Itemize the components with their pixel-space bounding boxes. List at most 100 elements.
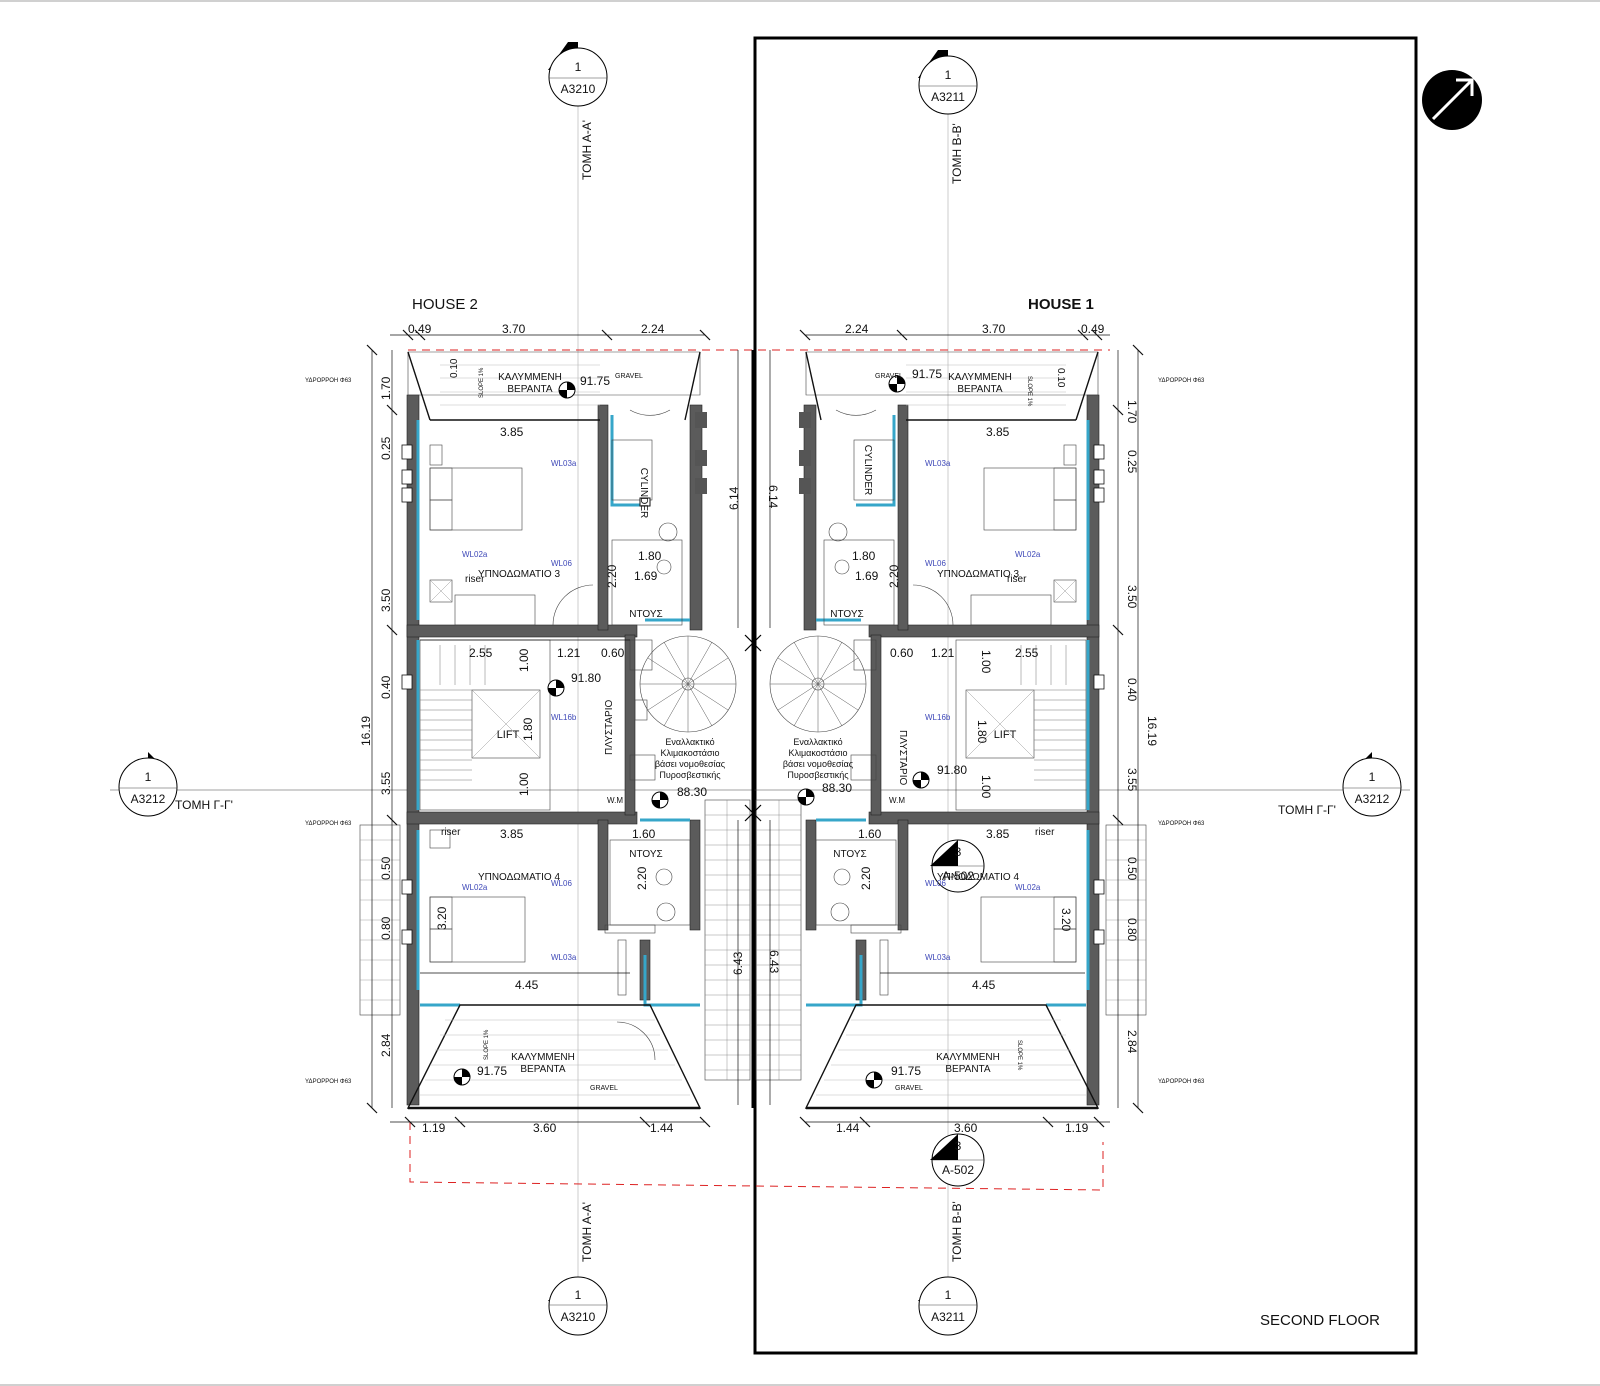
h1-dim-119: 1.19: [1065, 1121, 1089, 1135]
h1-tag-wl03a-2: WL03a: [925, 953, 951, 962]
marker-b2-label: ΤΟΜΗ Β-Β': [950, 1201, 964, 1262]
h1-cylinder: CYLINDER: [862, 445, 873, 496]
h2-tag-wl06-1: WL06: [551, 559, 572, 568]
h1-dim-1619: 16.19: [1145, 716, 1159, 746]
h2-bath-wall-upper: [597, 404, 609, 631]
h1-downpipe-2: ΥΔΡΟΡΡΟΗ Φ63: [1158, 821, 1205, 827]
h2-downpipe-2: ΥΔΡΟΡΡΟΗ Φ63: [305, 821, 352, 827]
h1-wm: W.M: [889, 796, 905, 805]
house1-plan: [755, 351, 1147, 1110]
h1-slope-upper: SLOPE 1%: [1026, 376, 1032, 407]
marker-b-sheet: A3211: [931, 90, 965, 104]
h2-veranda-covered: ΚΑΛΥΜΜΕΝΗ: [498, 372, 562, 383]
level-marker-icons: [453, 375, 930, 1089]
h2-mid-wall-lower: [406, 811, 638, 825]
h2-dim-080: 0.80: [379, 916, 393, 940]
h2-laundry-wall: [624, 634, 636, 816]
marker-a-number: 1: [575, 60, 582, 74]
h2-dim-360: 3.60: [533, 1121, 557, 1135]
h2-tag-wl16b: WL16b: [551, 713, 577, 722]
h2-bedroom3: ΥΠΝΟΔΩΜΑΤΙΟ 3: [478, 569, 561, 580]
h1-tag-wl06-2: WL06: [925, 879, 946, 888]
detail-marker-upper: 3 A-502: [930, 839, 985, 893]
house2-title: HOUSE 2: [412, 296, 478, 313]
h1-tag-wl02a-1: WL02a: [1015, 550, 1041, 559]
h2-dim-284: 2.84: [379, 1033, 393, 1057]
h2-slope-lower: SLOPE 1%: [484, 1029, 490, 1060]
marker-b2-sheet: A3211: [931, 1310, 965, 1324]
h2-dim-1619: 16.19: [359, 716, 373, 746]
detail-marker-lower: 3 A-502: [930, 1133, 985, 1187]
h1-gravel-upper: GRAVEL: [875, 373, 903, 380]
h1-level-roof-upper: 91.75: [912, 367, 942, 381]
h1-dim-385: 3.85: [986, 425, 1010, 439]
section-marker-b-top: 1 A3211 ΤΟΜΗ Β-Β': [918, 50, 978, 184]
h1-alt-stair-1: Εναλλακτικό: [793, 737, 842, 747]
h2-dim-160: 1.60: [632, 827, 656, 841]
h1-dim-160: 1.60: [858, 827, 882, 841]
h2-bedroom4: ΥΠΝΟΔΩΜΑΤΙΟ 4: [478, 872, 561, 883]
h2-dim-180b: 1.80: [521, 717, 535, 741]
h2-bath-wall-lower: [597, 819, 609, 931]
h2-level-stair: 88.30: [677, 785, 707, 799]
h2-dim-100a: 1.00: [517, 648, 531, 672]
h1-dim-121: 1.21: [931, 646, 955, 660]
h2-dim-170: 1.70: [379, 376, 393, 400]
h1-dim-169: 1.69: [855, 569, 879, 583]
house1-boundary: [753, 36, 1418, 1355]
detail-lower-number: 3: [955, 1139, 962, 1153]
h2-dim-100b: 1.00: [517, 772, 531, 796]
h2-alt-stair-1: Εναλλακτικό: [665, 737, 714, 747]
detail-upper-sheet: A-502: [942, 869, 974, 883]
dimension-ticks: [366, 329, 1144, 1128]
h1-dim-284: 2.84: [1125, 1030, 1139, 1054]
marker-a-label: ΤΟΜΗ Α-Α': [580, 120, 594, 180]
h2-dim-445: 4.45: [515, 978, 539, 992]
h1-shower-lower: ΝΤΟΥΣ: [833, 849, 866, 860]
h1-bedroom3: ΥΠΝΟΔΩΜΑΤΙΟ 3: [937, 569, 1020, 580]
h1-dim-224: 2.24: [845, 322, 869, 336]
marker-a-sheet: A3210: [561, 82, 596, 96]
h1-downpipe-3: ΥΔΡΟΡΡΟΗ Φ63: [1158, 1079, 1205, 1085]
section-marker-a-bottom: 1 A3210 ΤΟΜΗ Α-Α': [548, 1202, 608, 1336]
h2-dim-385: 3.85: [500, 425, 524, 439]
h2-alt-stair-2: Κλιμακοστάσιο: [660, 748, 719, 758]
marker-c2-label: ΤΟΜΗ Γ-Γ': [1278, 803, 1336, 817]
h2-laundry: ΠΛΥΣΤΑΡΙΟ: [604, 700, 615, 755]
floor-title: SECOND FLOOR: [1260, 1312, 1380, 1329]
h1-dim-025: 0.25: [1125, 450, 1139, 474]
h1-level-stair: 88.30: [822, 781, 852, 795]
h1-dim-180: 1.80: [852, 549, 876, 563]
h2-dim-121: 1.21: [557, 646, 581, 660]
h2-dim-049: 0.49: [408, 322, 432, 336]
h1-veranda-covered-lower: ΚΑΛΥΜΜΕΝΗ: [936, 1052, 1000, 1063]
h2-gravel-lower: GRAVEL: [590, 1085, 618, 1092]
h2-dim-050: 0.50: [379, 856, 393, 880]
house1-labels: 2.24 3.70 0.49 1.70 3.85 3.50 16.19 3.55…: [766, 322, 1205, 1135]
h2-veranda: ΒΕΡΑΝΤΑ: [507, 384, 553, 395]
h1-dim-010: 0.10: [1055, 368, 1066, 388]
section-marker-c-right: 1 A3212 ΤΟΜΗ Γ-Γ': [1278, 752, 1402, 817]
h1-dim-049: 0.49: [1081, 322, 1105, 336]
h1-shower-upper: ΝΤΟΥΣ: [830, 609, 863, 620]
section-marker-b-bottom: 1 A3211 ΤΟΜΗ Β-Β': [918, 1201, 978, 1336]
h1-dim-050: 0.50: [1125, 857, 1139, 881]
house1-title: HOUSE 1: [1028, 296, 1094, 313]
h2-level-roof-upper: 91.75: [580, 374, 610, 388]
h1-bedroom4: ΥΠΝΟΔΩΜΑΤΙΟ 4: [937, 872, 1020, 883]
h2-level-landing: 91.80: [571, 671, 601, 685]
marker-b-number: 1: [945, 68, 952, 82]
marker-c-sheet: A3212: [131, 792, 166, 806]
h2-dim-355: 3.55: [379, 771, 393, 795]
h2-slope-upper: SLOPE 1%: [479, 367, 485, 398]
h1-downpipe-1: ΥΔΡΟΡΡΟΗ Φ63: [1158, 378, 1205, 384]
h2-dim-320: 3.20: [435, 906, 449, 930]
h2-lift: LIFT: [497, 729, 520, 741]
h1-riser-upper: riser: [1007, 574, 1027, 585]
h1-alt-stair-2: Κλιμακοστάσιο: [788, 748, 847, 758]
h1-dim-385b: 3.85: [986, 827, 1010, 841]
h1-dim-040: 0.40: [1125, 678, 1139, 702]
h1-lift: LIFT: [994, 729, 1017, 741]
h2-alt-stair-4: Πυροσβεστικής: [659, 770, 721, 780]
detail-upper-number: 3: [955, 845, 962, 859]
